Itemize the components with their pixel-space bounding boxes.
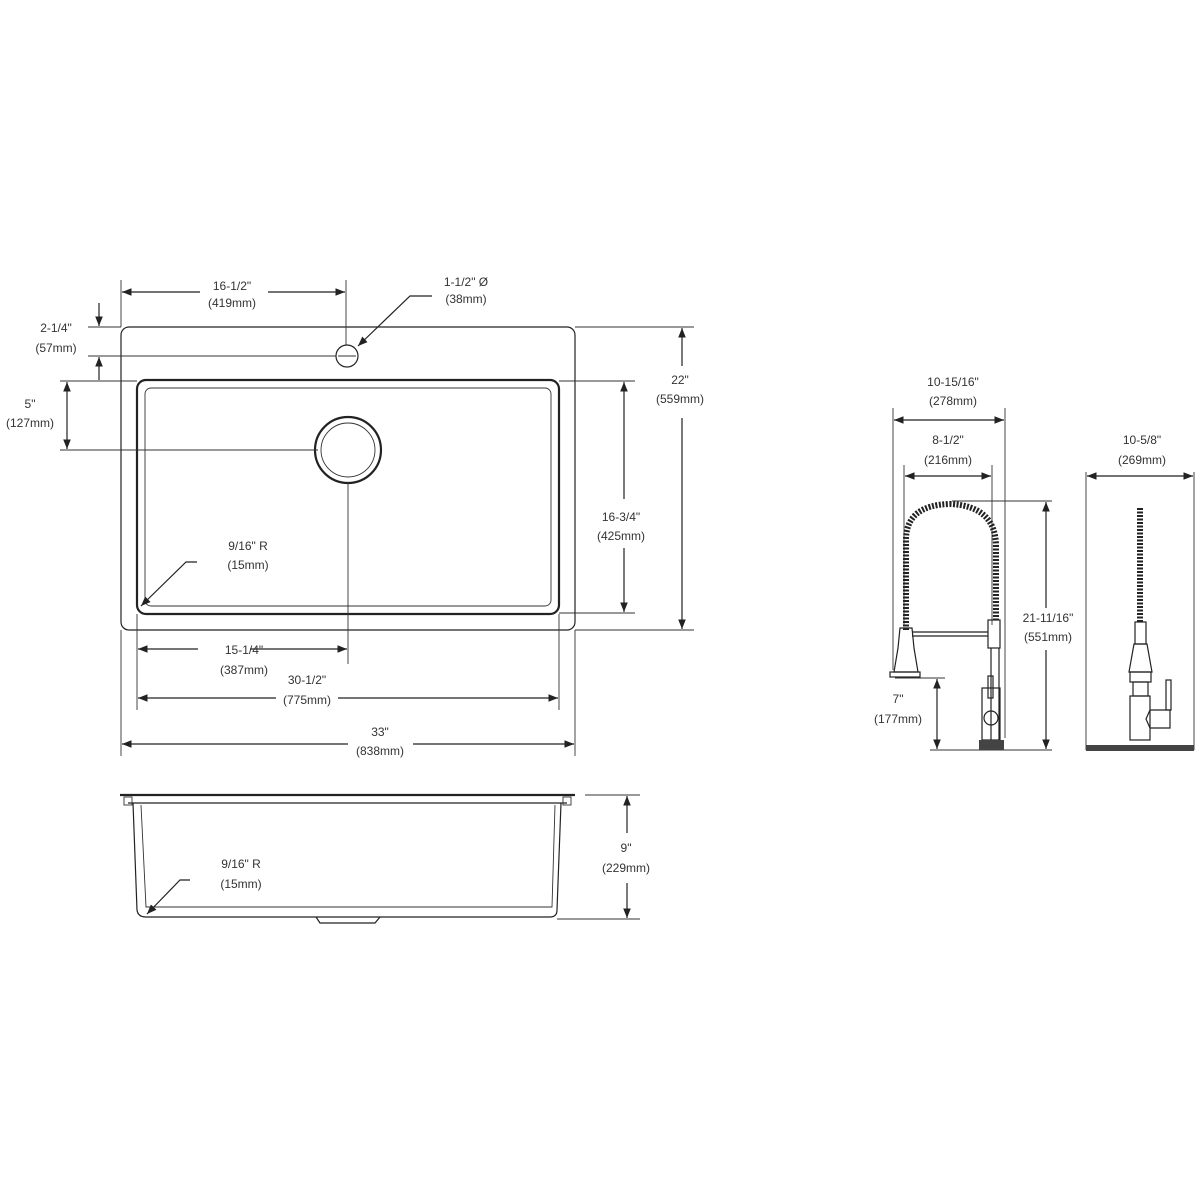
drain-from-top-in: 5" <box>25 397 36 411</box>
faucet-front-view: 10-15/16" (278mm) 8-1/2" (216mm) 21-11/1… <box>874 375 1074 751</box>
faucet-hole-offset-in: 16-1/2" <box>213 279 251 293</box>
overall-width-in: 33" <box>371 725 389 739</box>
spout-clearance-mm: (177mm) <box>874 712 922 726</box>
faucet-height-in: 21-11/16" <box>1023 611 1074 625</box>
corner-radius-in: 9/16" R <box>228 539 268 553</box>
overall-depth-mm: (559mm) <box>656 392 704 406</box>
faucet-hole-diameter-in: 1-1/2" Ø <box>444 275 488 289</box>
bowl-depth-in: 9" <box>621 841 632 855</box>
drain-from-left-mm: (387mm) <box>220 663 268 677</box>
faucet-reach-mm: (278mm) <box>929 394 977 408</box>
faucet-reach-in: 10-15/16" <box>927 375 979 389</box>
faucet-hole-offset-mm: (419mm) <box>208 296 256 310</box>
faucet-depth-in: 10-5/8" <box>1123 433 1161 447</box>
spring-coil-icon <box>903 500 999 630</box>
overall-depth-in: 22" <box>671 373 689 387</box>
faucet-side-view: 10-5/8" (269mm) <box>1085 433 1195 751</box>
side-corner-radius-in: 9/16" R <box>221 857 261 871</box>
sink-top-view: 16-1/2" (419mm) 1-1/2" Ø (38mm) 2-1/4" (… <box>6 275 704 758</box>
bowl-depth-mm: (229mm) <box>602 861 650 875</box>
sink-side-profile <box>132 802 562 918</box>
bowl-width-mm: (775mm) <box>283 693 331 707</box>
corner-radius-mm: (15mm) <box>227 558 268 572</box>
bowl-width-in: 30-1/2" <box>288 673 326 687</box>
faucet-hole-diameter-mm: (38mm) <box>445 292 486 306</box>
side-handle-icon <box>1165 679 1172 711</box>
faucet-height-mm: (551mm) <box>1024 630 1072 644</box>
spout-reach-mm: (216mm) <box>924 453 972 467</box>
spout-reach-in: 8-1/2" <box>932 433 964 447</box>
drain-from-left-in: 15-1/4" <box>225 643 263 657</box>
faucet-depth-mm: (269mm) <box>1118 453 1166 467</box>
spout-clearance-in: 7" <box>893 692 904 706</box>
handle-icon <box>987 675 994 699</box>
drain-from-top-mm: (127mm) <box>6 416 54 430</box>
drain-icon <box>313 415 383 485</box>
bowl-front-to-back-in: 16-3/4" <box>602 510 640 524</box>
hole-from-edge-mm: (57mm) <box>35 341 76 355</box>
hole-from-edge-in: 2-1/4" <box>40 321 72 335</box>
spray-head-icon <box>893 627 919 673</box>
overall-width-mm: (838mm) <box>356 744 404 758</box>
side-corner-radius-mm: (15mm) <box>220 877 261 891</box>
sink-side-view: 9/16" R (15mm) 9" (229mm) <box>120 793 650 924</box>
drain-body <box>315 916 381 924</box>
bowl-front-to-back-mm: (425mm) <box>597 529 645 543</box>
